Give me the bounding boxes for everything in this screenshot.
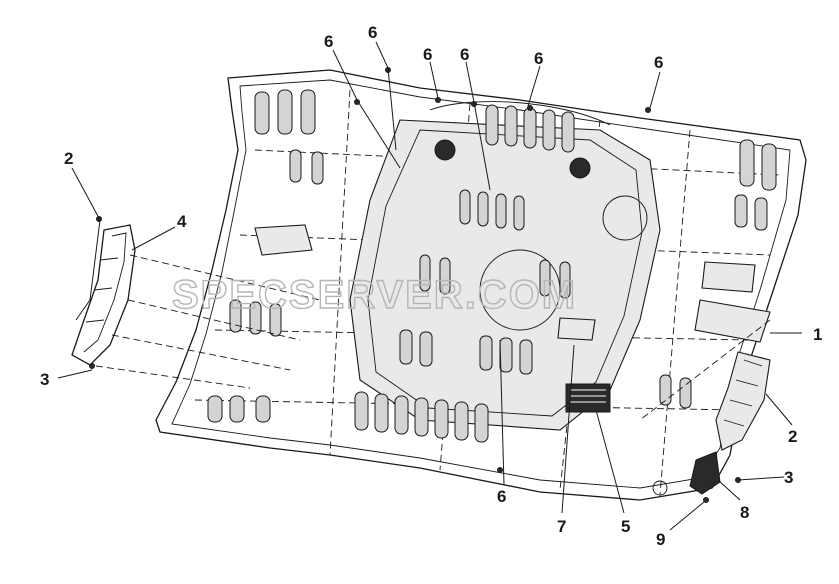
label-9: 9: [656, 530, 665, 549]
label-6-d: 6: [460, 45, 469, 64]
label-3-right: 3: [784, 468, 793, 487]
label-3-left: 3: [40, 370, 49, 389]
front-ribs: [207, 299, 533, 443]
right-rail: [689, 351, 771, 503]
label-6-f: 6: [654, 53, 663, 72]
part-4-left-rail: [71, 216, 136, 369]
label-6-e: 6: [534, 49, 543, 68]
rear-ribs: [254, 89, 777, 191]
watermark-text: SPECSERVER.COM: [172, 273, 577, 317]
label-6-c: 6: [423, 45, 432, 64]
label-4: 4: [177, 212, 187, 231]
part-9-fastener: [703, 497, 709, 503]
label-8: 8: [740, 503, 749, 522]
part-5-pad: [565, 383, 611, 413]
leader-lines: [57, 41, 802, 531]
part-8-bracket: [689, 451, 721, 495]
floor-pan: [155, 69, 807, 501]
label-6-b: 6: [368, 23, 377, 42]
mid-slots: [289, 149, 768, 409]
callout-labels: 1 2 2 3 3 4 5 6 6 6 6 6 6 6 7 8 9: [40, 23, 822, 549]
label-7: 7: [557, 517, 566, 536]
label-2-right: 2: [788, 427, 797, 446]
explode-guides: [95, 254, 771, 421]
label-1: 1: [813, 325, 822, 344]
label-2-left: 2: [64, 149, 73, 168]
label-6-g: 6: [497, 487, 506, 506]
label-6-a: 6: [324, 32, 333, 51]
label-5: 5: [621, 517, 630, 536]
